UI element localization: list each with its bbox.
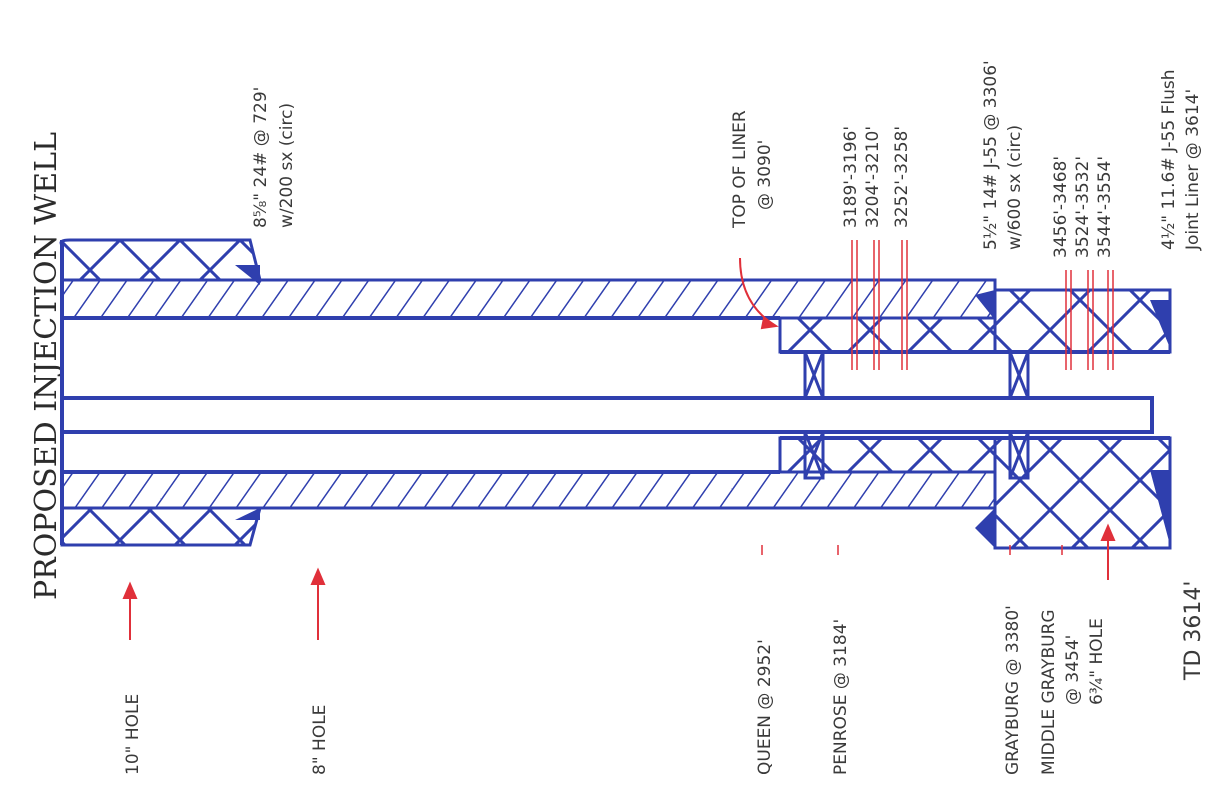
production-casing-label-2: w/600 sx (circ) [1005,125,1025,250]
packer-upper [803,350,825,480]
tubing [60,396,1154,434]
perforations [851,240,1114,370]
queen-label: QUEEN @ 2952' [755,639,775,775]
perf-lower-1: 3456'-3468' [1051,156,1071,258]
formation-leaders [761,545,1063,555]
top-of-liner-label-2: @ 3090' [755,140,775,210]
hole-634-label: 6¾" HOLE [1087,618,1107,705]
liner-label-2: Joint Liner @ 3614' [1183,89,1203,251]
surface-casing-label-1: 8⅝" 24# @ 729' [251,87,271,228]
casing-walls [60,240,1170,545]
perf-upper-2: 3204'-3210' [863,126,883,228]
liner-cement [778,288,1172,550]
top-of-liner-label-1: TOP OF LINER [730,110,750,229]
liner-label-1: 4½" 11.6# J-55 Flush [1159,69,1179,250]
hole-10-label: 10" HOLE [123,694,143,775]
middle-grayburg-label-1: MIDDLE GRAYBURG [1039,609,1059,775]
grayburg-label: GRAYBURG @ 3380' [1003,605,1023,775]
perf-upper-1: 3189'-3196' [841,126,861,228]
perf-lower-3: 3544'-3554' [1095,156,1115,258]
td-label: TD 3614' [1181,581,1206,681]
production-casing-label-1: 5½" 14# J-55 @ 3306' [981,60,1001,250]
hole-arrows [122,257,1116,640]
perf-upper-3: 3252'-3258' [892,126,912,228]
diagram-title: PROPOSED INJECTION WELL [29,132,64,600]
middle-grayburg-label-2: @ 3454' [1063,635,1083,705]
penrose-label: PENROSE @ 3184' [831,619,851,775]
perf-lower-2: 3524'-3532' [1073,156,1093,258]
hole-8-label: 8" HOLE [310,705,330,775]
packer-lower [1008,350,1030,480]
surface-casing-label-2: w/200 sx (circ) [277,103,297,228]
